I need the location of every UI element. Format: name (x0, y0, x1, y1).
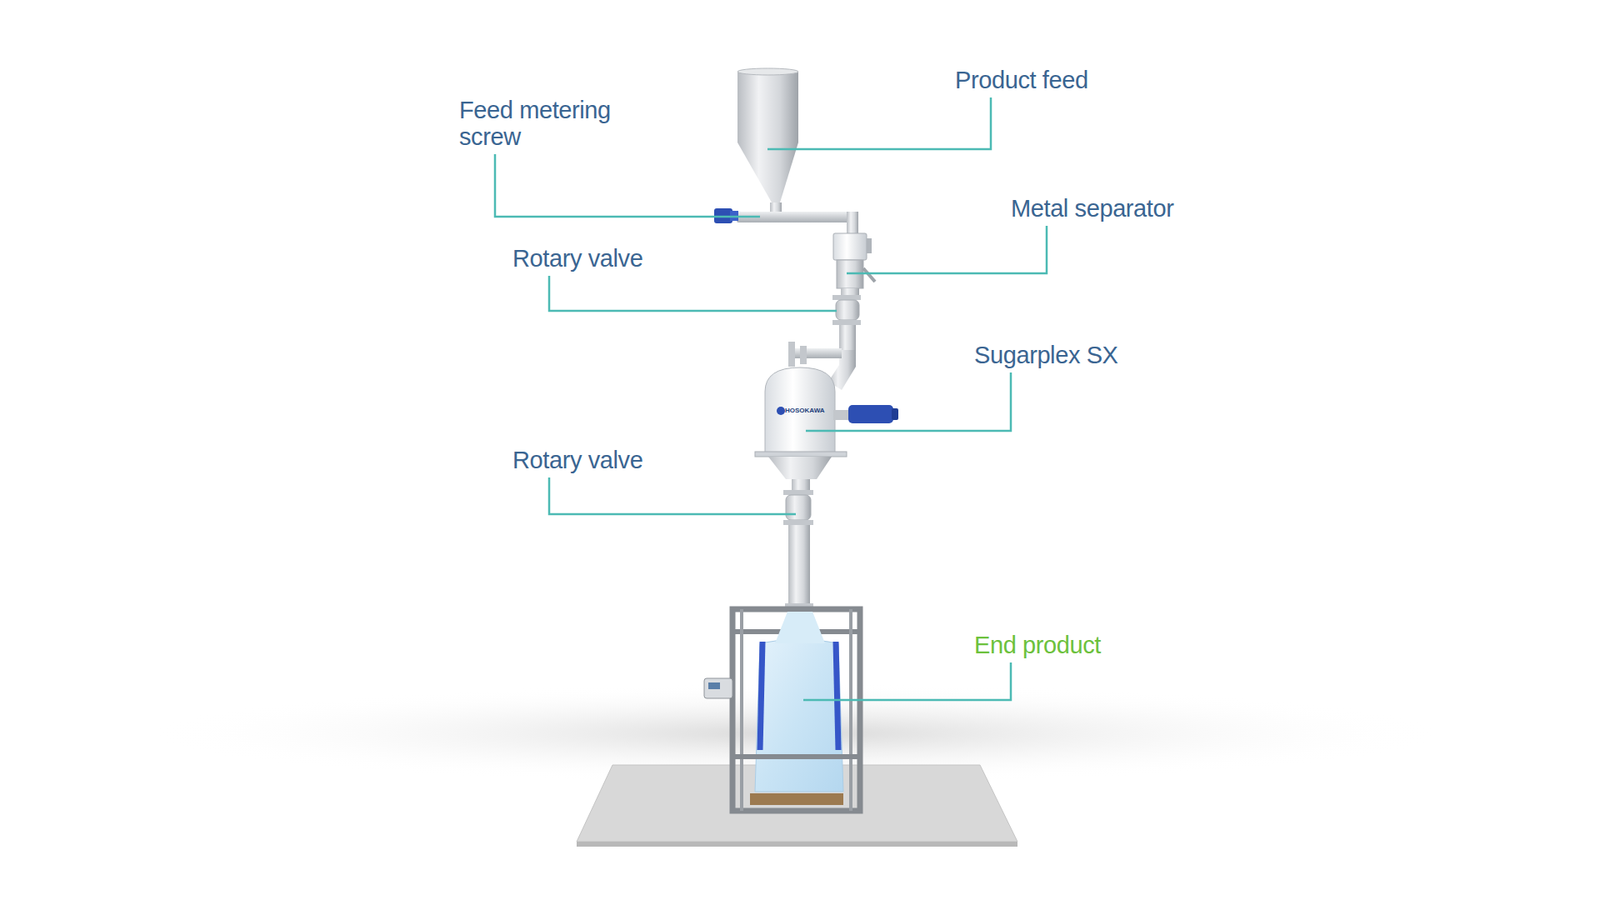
leader-line (767, 97, 991, 150)
callout-label: Sugarplex SX (974, 341, 1119, 369)
leader-line (549, 477, 796, 515)
brand-text: HOSOKAWA (785, 406, 825, 415)
leader-line (805, 372, 1011, 431)
leader-line (803, 662, 1011, 700)
callout-label: Rotary valve (512, 245, 643, 272)
leader-line (846, 225, 1047, 274)
callout-label: Metal separator (1010, 195, 1175, 222)
callout-label: End product (974, 631, 1101, 659)
callout-label: Product feed (955, 66, 1089, 94)
callout-label: Rotary valve (512, 446, 643, 474)
callout-label: Feed metering screw (459, 96, 639, 150)
leader-line (495, 154, 760, 217)
leader-line (549, 275, 837, 311)
